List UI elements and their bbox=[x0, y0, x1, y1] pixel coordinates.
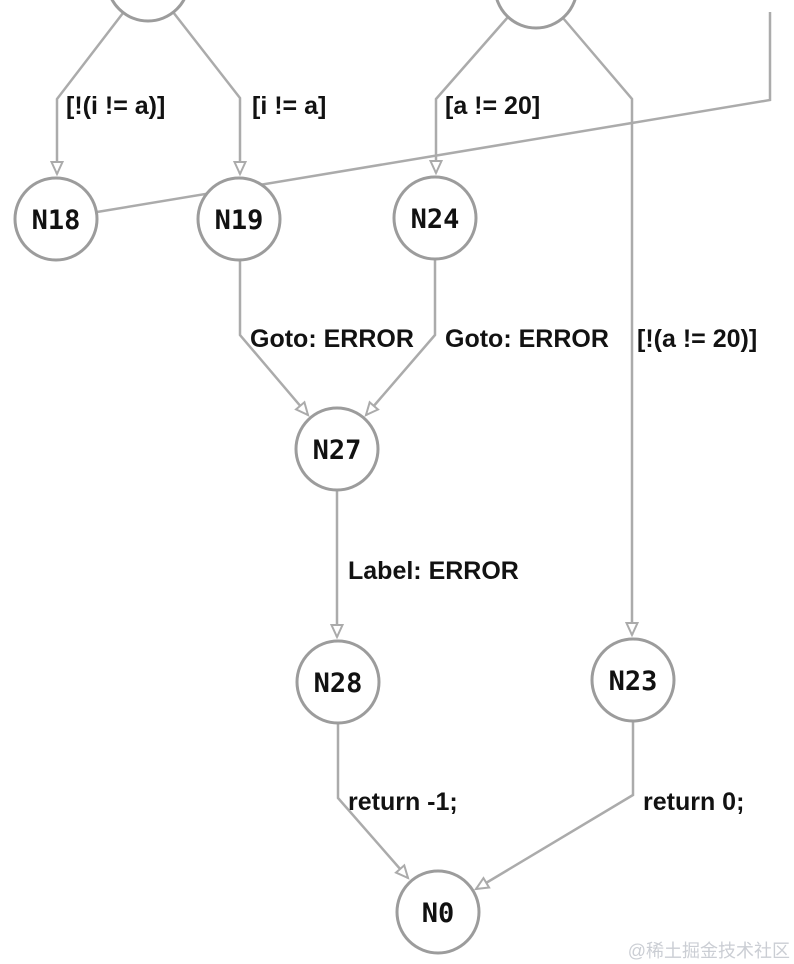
node-partial-top-left bbox=[110, 0, 186, 23]
node-label-n24: N24 bbox=[411, 204, 460, 235]
edge-label-goto-error-left: Goto: ERROR bbox=[250, 325, 414, 353]
edge-label-goto-error-right: Goto: ERROR bbox=[445, 325, 609, 353]
edge-topright-to-n23 bbox=[562, 17, 632, 635]
edge-label-guard-not-i-ne-a: [!(i != a)] bbox=[66, 92, 165, 120]
node-label-n23: N23 bbox=[609, 666, 658, 697]
node-label-n0: N0 bbox=[422, 898, 455, 929]
edge-label-return-minus-1: return -1; bbox=[348, 788, 458, 816]
node-n24 bbox=[392, 175, 478, 261]
node-n27 bbox=[294, 406, 380, 492]
node-label-n27: N27 bbox=[313, 435, 362, 466]
edge-n24-to-n27 bbox=[366, 259, 437, 415]
node-n19 bbox=[196, 176, 282, 262]
node-partial-top-right bbox=[495, 0, 577, 30]
node-label-n18: N18 bbox=[32, 205, 81, 236]
edge-topleft-to-n18 bbox=[57, 12, 124, 174]
node-n23 bbox=[590, 637, 676, 723]
edge-n23-to-n0 bbox=[476, 721, 635, 889]
node-label-n28: N28 bbox=[314, 668, 363, 699]
node-label-n19: N19 bbox=[215, 205, 264, 236]
edge-n18-to-offscreen bbox=[96, 12, 772, 214]
node-n18 bbox=[13, 176, 99, 262]
edge-label-label-error: Label: ERROR bbox=[348, 557, 519, 585]
edge-n19-to-n27 bbox=[238, 260, 308, 415]
edge-label-return-0: return 0; bbox=[643, 788, 744, 816]
edge-label-guard-not-a-ne-20: [!(a != 20)] bbox=[637, 325, 757, 353]
watermark-text: @稀土掘金技术社区 bbox=[628, 941, 790, 961]
edge-label-guard-a-ne-20: [a != 20] bbox=[445, 92, 540, 120]
edge-label-guard-i-ne-a: [i != a] bbox=[252, 92, 326, 120]
edge-topleft-to-n19 bbox=[172, 11, 240, 174]
node-n28 bbox=[295, 639, 381, 725]
edge-topright-to-n24 bbox=[436, 16, 509, 173]
node-n0 bbox=[395, 869, 481, 955]
edge-n28-to-n0 bbox=[336, 723, 408, 878]
